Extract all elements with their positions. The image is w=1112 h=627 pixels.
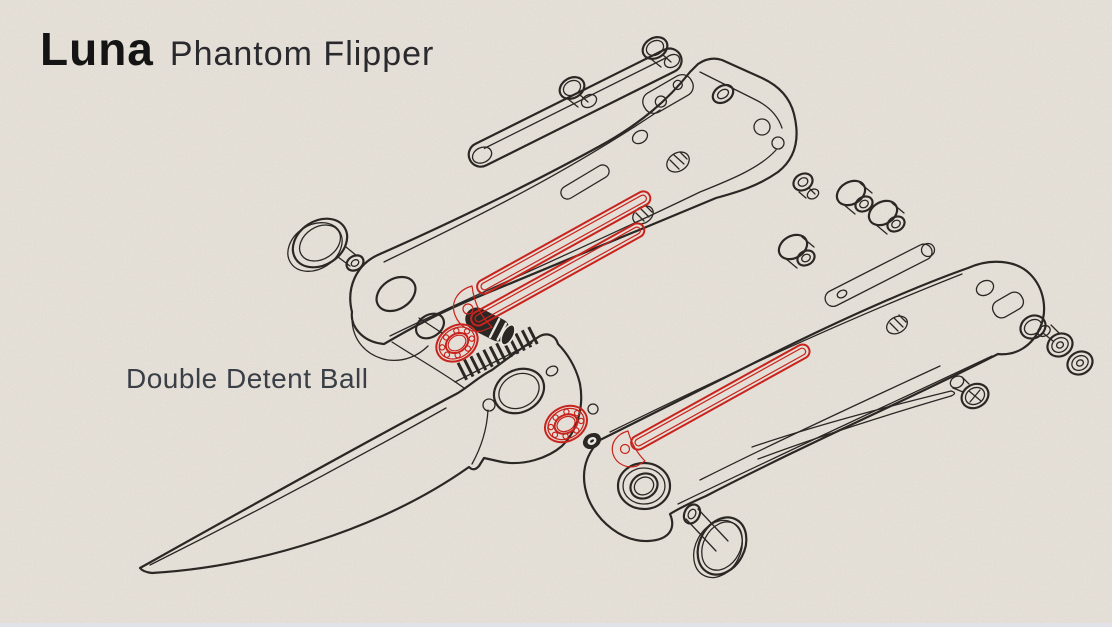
caged-pivot-bearing-front	[435, 323, 479, 363]
standoffs	[777, 172, 906, 269]
stop-pin	[582, 432, 602, 450]
backspacer	[824, 242, 936, 308]
pivot-cap-screw	[682, 503, 748, 579]
milled-slot-red	[611, 343, 811, 468]
threaded-hole	[666, 151, 690, 173]
blade	[138, 325, 583, 575]
threaded-hole	[886, 314, 908, 335]
product-subtitle: Phantom Flipper	[169, 35, 435, 73]
pivot-boss	[616, 461, 672, 511]
screw-head	[1066, 350, 1094, 376]
title-block: Luna Phantom Flipper	[40, 22, 434, 76]
body-screw	[792, 172, 820, 200]
clip-screws	[558, 36, 681, 109]
clip-screw	[558, 76, 598, 109]
lock-side-handle-scale	[582, 242, 1047, 543]
window-edge	[0, 623, 1112, 627]
standoff-barrel	[867, 199, 906, 235]
clip-screw	[641, 36, 681, 69]
pivot-screw	[287, 217, 365, 272]
pocket-clip	[467, 47, 683, 168]
phillips-screw	[949, 375, 990, 410]
milled-pocket	[414, 312, 446, 340]
part-label-double-detent-ball: Double Detent Ball	[126, 363, 369, 394]
lock-bar	[751, 390, 956, 460]
screw-head	[1046, 332, 1074, 358]
standoff-barrel	[777, 233, 816, 269]
detent-rack	[454, 325, 541, 383]
caged-pivot-bearing-rear	[543, 404, 589, 444]
product-name: Luna	[40, 23, 154, 75]
milled-slots-red	[452, 190, 652, 332]
body-screws-right	[1037, 324, 1094, 376]
butt-end-details	[975, 279, 1047, 340]
standoff-barrel	[835, 179, 874, 215]
show-side-handle-scale	[349, 57, 798, 389]
clip-backing-plate	[642, 73, 694, 115]
